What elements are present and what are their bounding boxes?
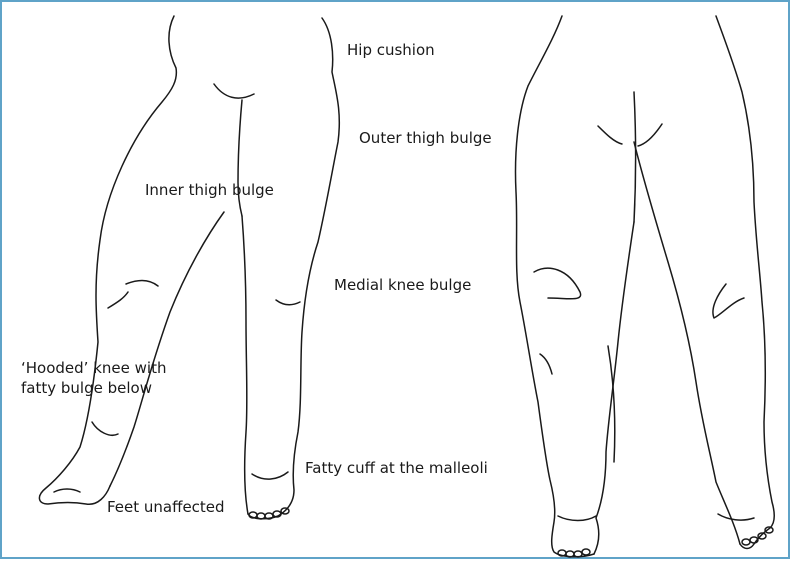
left-knee-crease — [126, 281, 158, 287]
medial-knee-crease — [276, 300, 300, 305]
left-leg-figure — [39, 16, 339, 519]
label-hooded-knee-line1: ‘Hooded’ knee with — [21, 358, 166, 378]
label-fatty-cuff: Fatty cuff at the malleoli — [305, 458, 488, 478]
foot-line — [54, 489, 80, 492]
label-hip-cushion: Hip cushion — [347, 40, 435, 60]
right-leg-figure — [516, 16, 775, 557]
right-left-toe-4 — [582, 549, 590, 555]
right-fig-ankle-left — [558, 516, 596, 521]
right-figure-left-outer — [516, 16, 595, 557]
right-fig-left-knee-bulge — [534, 268, 581, 299]
right-fig-right-knee-bulge — [713, 284, 744, 318]
label-hooded-knee: ‘Hooded’ knee with fatty bulge below — [21, 358, 166, 398]
left-figure-right-outer — [248, 18, 339, 519]
hooded-knee-line — [92, 422, 118, 435]
left-knee-bulge — [108, 292, 128, 308]
right-fig-ankle-right — [718, 514, 754, 520]
left-leg-inner-edge — [110, 212, 224, 486]
label-outer-thigh-bulge: Outer thigh bulge — [359, 128, 492, 148]
right-figure-right-inner — [634, 142, 740, 544]
ankle-cuff-line — [252, 472, 288, 479]
right-fig-crease — [540, 354, 552, 374]
left-buttock-crease — [598, 126, 622, 144]
label-inner-thigh-bulge: Inner thigh bulge — [145, 180, 274, 200]
left-figure-right-inner — [242, 216, 248, 514]
left-figure-outer-contour — [39, 16, 176, 504]
label-medial-knee-bulge: Medial knee bulge — [334, 275, 471, 295]
crotch-curve — [214, 84, 254, 98]
label-feet-unaffected: Feet unaffected — [107, 497, 225, 517]
label-hooded-knee-line2: fatty bulge below — [21, 378, 166, 398]
right-right-toe-1 — [742, 539, 750, 545]
right-buttock-crease — [638, 124, 662, 146]
right-figure-left-inner — [594, 222, 634, 554]
right-figure-center — [634, 92, 636, 222]
right-figure-right-outer — [716, 16, 774, 549]
